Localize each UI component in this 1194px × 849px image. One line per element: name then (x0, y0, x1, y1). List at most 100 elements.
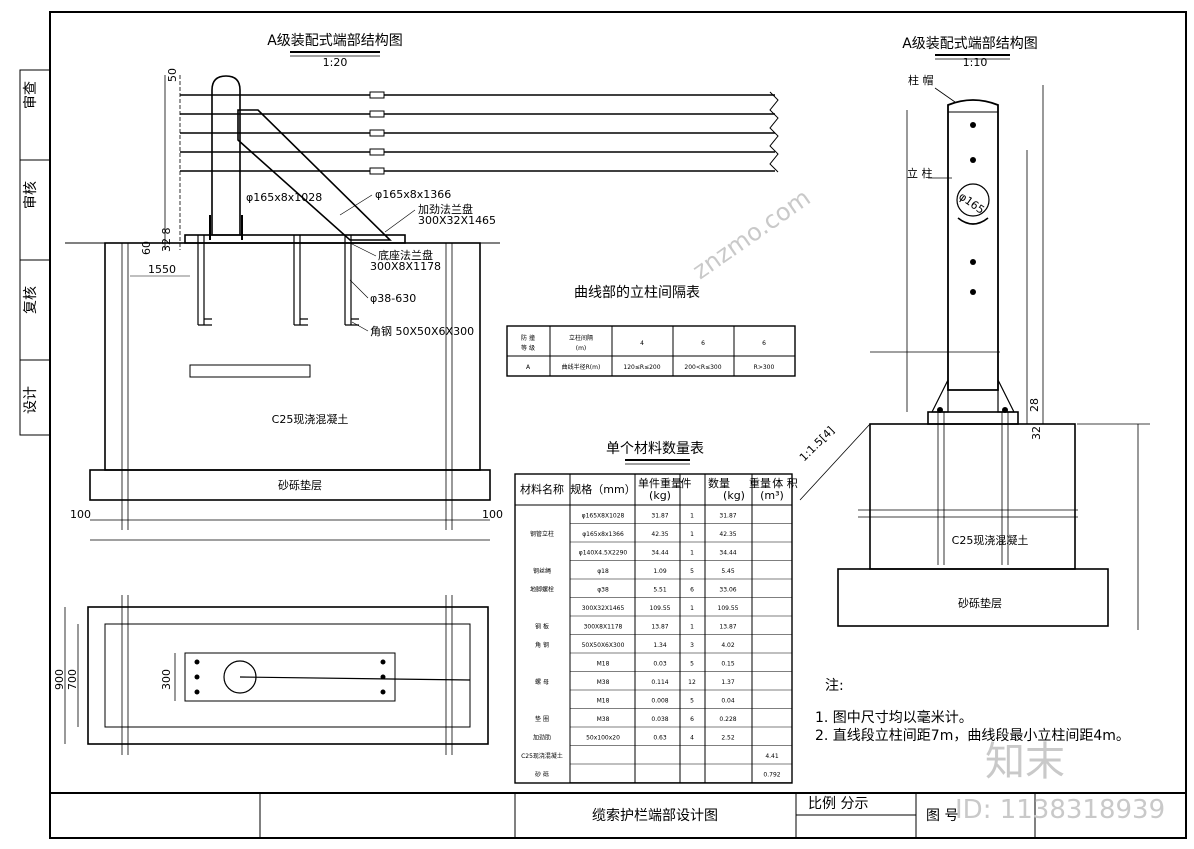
sidebar-label-audit: 审核 (23, 181, 39, 209)
material-rows: φ165X8X1028 31.87 1 31.87 钢管立柱 φ165x8x1366 42.… (521, 513, 792, 783)
mat-unit: 0.114 (651, 679, 668, 686)
mat-vol: 4.41 (765, 753, 779, 760)
mat-weight: 31.87 (719, 513, 736, 520)
drawing-title: 缆索护栏端部设计图 (592, 807, 718, 824)
dim-32-8: 32 8 (160, 228, 173, 253)
mat-spec: φ165x8x1366 (582, 531, 624, 538)
mat-unit: 34.44 (651, 550, 668, 557)
mat-h-volume: 体 积 (772, 476, 798, 490)
mat-h-unit: 单件重量 (638, 476, 682, 490)
spacing-val-2: 200<R≤300 (684, 364, 721, 371)
mat-qty: 1 (690, 624, 694, 631)
mat-weight: 109.55 (718, 605, 739, 612)
mat-unit: 109.55 (650, 605, 671, 612)
spacing-table-title: 曲线部的立柱间隔表 (574, 285, 700, 301)
mat-weight: 5.45 (721, 568, 735, 575)
mat-qty: 3 (690, 642, 694, 649)
spacing-table: 曲线部的立柱间隔表 防 撞 等 级 立柱间隔 (m) 4 6 6 A 曲线半径R… (506, 285, 796, 377)
mat-weight: 42.35 (719, 531, 736, 538)
mat-name: 砂 砾 (535, 771, 549, 779)
right-slope: 1:1.5[4] (797, 424, 837, 464)
cables (180, 94, 775, 172)
mat-spec: M18 (597, 661, 610, 668)
notes-title: 注: (825, 678, 844, 694)
right-post-label: 立 柱 (907, 166, 933, 180)
post-holes (970, 122, 976, 295)
right-concrete-label: C25现浇混凝土 (952, 533, 1029, 547)
mat-h-name: 材料名称 (520, 482, 564, 496)
mat-spec: φ165X8X1028 (582, 513, 625, 520)
mat-h-qty: 数量 (708, 477, 730, 490)
gravel-layer (89, 469, 491, 501)
left-view-scale: 1:20 (323, 56, 348, 69)
scale-label: 比例 分示 (808, 796, 868, 812)
label-post-1366: φ165x8x1366 (375, 188, 451, 201)
post-front (947, 99, 999, 391)
mat-unit: 13.87 (651, 624, 668, 631)
mat-name: 地脚螺栓 (530, 586, 554, 594)
mat-unit: 31.87 (651, 513, 668, 520)
mat-weight: 0.04 (721, 698, 735, 705)
mat-spec: φ140X4.5X2290 (579, 550, 628, 557)
mat-weight: 4.02 (721, 642, 735, 649)
mat-weight: 33.06 (719, 587, 736, 594)
dim-700: 700 (66, 669, 79, 690)
material-table-title: 单个材料数量表 (606, 441, 704, 457)
dim-1550: 1550 (148, 263, 176, 276)
spacing-col-2: 6 (701, 340, 705, 347)
label-base-size: 300X8X1178 (370, 260, 441, 273)
watermark-brand: 知末 (985, 739, 1065, 785)
concrete-foundation (104, 242, 481, 471)
mat-weight: 1.37 (721, 679, 735, 686)
mat-qty: 5 (690, 568, 694, 575)
label-base-flange: 底座法兰盘 (378, 248, 433, 262)
mat-h-weight: 重量 (749, 476, 771, 490)
mat-name: 螺 母 (535, 678, 549, 686)
spacing-col-1: 4 (640, 340, 644, 347)
left-plan-view: 900 700 300 (53, 595, 489, 755)
mat-name: 钢管立柱 (530, 530, 554, 538)
title-block: 缆索护栏端部设计图 比例 分示 图 号 (50, 792, 1186, 838)
notes: 注: 1. 图中尺寸均以毫米计。 2. 直线段立柱间距7m，曲线段最小立柱间距4… (815, 678, 1130, 744)
right-concrete (869, 423, 1076, 570)
sidebar-label-recheck: 复核 (22, 286, 39, 314)
mat-h-volume-unit: (m³) (760, 489, 784, 502)
mat-unit: 0.008 (651, 698, 668, 705)
mat-weight: 2.52 (721, 735, 735, 742)
spacing-h2b: (m) (576, 345, 587, 352)
mat-spec: φ38 (597, 587, 609, 594)
mat-name: 钢 板 (535, 623, 549, 631)
mat-qty: 1 (690, 513, 694, 520)
mat-h-unit-kg: (kg) (649, 489, 671, 502)
inclined-post (237, 109, 392, 241)
right-dim-32: 32 (1030, 426, 1043, 440)
sidebar: 审查 审核 复核 设计 (19, 69, 51, 436)
dim-100-left: 100 (70, 508, 91, 521)
mat-qty: 6 (690, 716, 694, 723)
mat-spec: M18 (597, 698, 610, 705)
anchor-plate (189, 364, 311, 378)
mat-name: 角 钢 (535, 641, 549, 649)
spacing-grade: A (526, 364, 531, 371)
mat-name: 钢丝绳 (533, 567, 551, 575)
right-gravel (837, 568, 1109, 627)
mat-name: C25现浇混凝土 (521, 752, 563, 760)
spacing-val-1: 120≤R≤200 (623, 364, 660, 371)
mat-spec: 300X32X1465 (582, 605, 625, 612)
concrete-label: C25现浇混凝土 (272, 412, 349, 426)
mat-spec: 300X8X1178 (584, 624, 623, 631)
right-elevation-view: A级装配式端部结构图 1:10 φ165 C25现浇混凝土 砂砾垫层 (797, 36, 1150, 630)
spacing-val-3: R>300 (754, 364, 775, 371)
mat-qty: 1 (690, 605, 694, 612)
mat-qty: 5 (690, 661, 694, 668)
mat-qty: 1 (690, 550, 694, 557)
mat-vol: 0.792 (763, 772, 780, 779)
mat-spec: φ18 (597, 568, 609, 575)
mat-unit: 1.09 (653, 568, 667, 575)
mat-spec: M38 (597, 679, 610, 686)
sheet-frame (49, 11, 1187, 839)
rebars (121, 243, 453, 530)
note-1: 1. 图中尺寸均以毫米计。 (815, 709, 973, 726)
label-bolt: φ38-630 (370, 292, 416, 305)
